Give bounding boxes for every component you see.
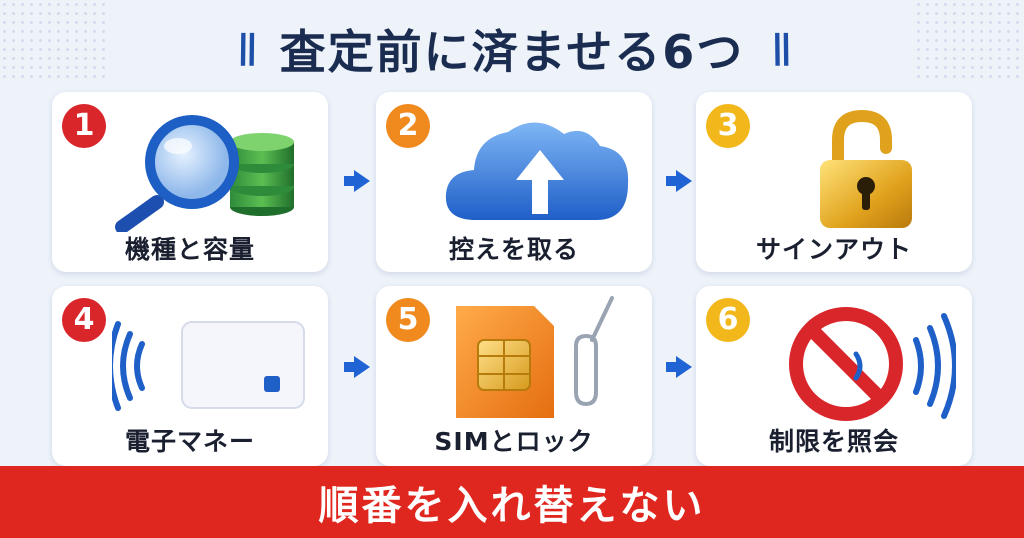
step-card-3: 3 サインアウト <box>696 92 972 272</box>
contactless-card-icon <box>112 321 305 411</box>
magnifier-database-icon <box>115 115 294 232</box>
step-number-badge: 6 <box>706 298 750 342</box>
step-number-badge: 2 <box>386 104 430 148</box>
arrow-right-icon <box>344 170 370 192</box>
step-label: 制限を照会 <box>768 427 899 456</box>
step-number-badge: 1 <box>62 104 106 148</box>
arrow-right-icon <box>666 170 692 192</box>
step-number-badge: 4 <box>62 298 106 342</box>
page-title: 査定前に済ませる6つ <box>279 25 745 79</box>
step-label: 電子マネー <box>124 427 255 456</box>
prohibited-signal-icon <box>789 307 956 421</box>
step-card-2: 2 控えを取る <box>376 92 652 272</box>
arrow-right-icon <box>666 356 692 378</box>
step-label: 控えを取る <box>448 235 579 264</box>
step-card-1: 1 機種と容量 <box>52 92 328 272</box>
slashes-left-decoration: \\ <box>228 26 262 72</box>
step-label: サインアウト <box>755 235 912 264</box>
sim-card-pin-icon <box>456 296 614 418</box>
step-card-4: 4 電子マネー <box>52 286 328 466</box>
step-label: SIMとロック <box>434 427 594 456</box>
step-number-badge: 5 <box>386 298 430 342</box>
cloud-upload-icon <box>445 122 629 220</box>
unlocked-padlock-icon <box>820 109 912 228</box>
step-card-5: 5 SIMとロック <box>376 286 652 466</box>
footer-text: 順番を入れ替えない <box>318 483 706 529</box>
step-label: 機種と容量 <box>124 235 255 264</box>
decorative-dots-left <box>0 0 110 80</box>
decorative-dots-right <box>914 0 1024 80</box>
footer-banner: 順番を入れ替えない <box>0 466 1024 538</box>
arrow-right-icon <box>344 356 370 378</box>
step-number-badge: 3 <box>706 104 750 148</box>
slashes-right-decoration: // <box>762 26 796 72</box>
header: \\ 査定前に済ませる6つ // <box>0 14 1024 84</box>
step-card-6: 6 制限を照会 <box>696 286 972 466</box>
